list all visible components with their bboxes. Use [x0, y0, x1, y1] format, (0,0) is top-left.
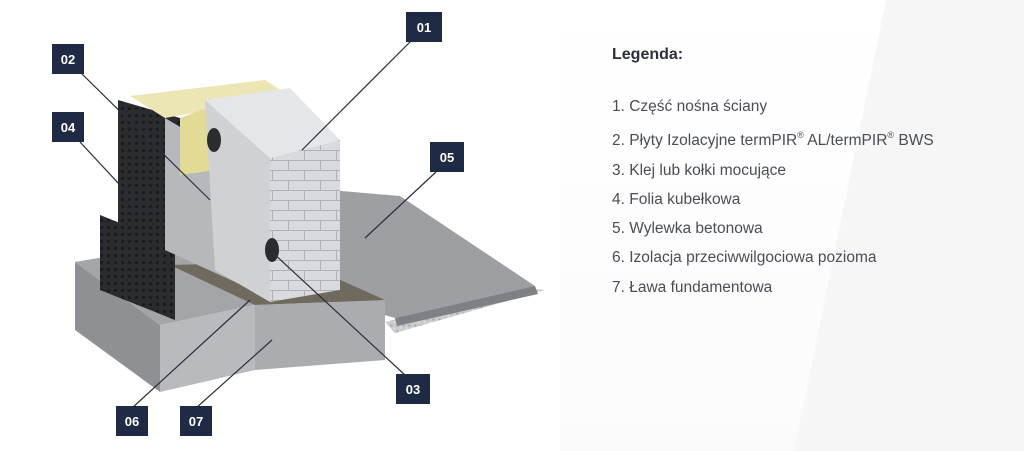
footing-side: [255, 300, 385, 370]
legend-item-text: BWS: [894, 132, 934, 150]
concrete-slab: [330, 190, 535, 318]
callout-label: 02: [61, 52, 75, 67]
concrete-slab-edge: [395, 286, 538, 326]
leader-01: [301, 41, 411, 151]
callout-03: 03: [396, 374, 430, 404]
leader-05: [364, 171, 437, 239]
legend-item: 1. Część nośna ściany: [612, 98, 768, 115]
callout-06: 06: [116, 406, 148, 436]
legend-item: 5. Wylewka betonowa: [612, 220, 763, 238]
footing-front: [160, 305, 255, 392]
registered-mark: ®: [797, 130, 804, 141]
legend-item: 6. Izolacja przeciwwilgociowa pozioma: [612, 249, 877, 267]
legend-item-text: AL/termPIR: [803, 132, 888, 150]
leader-07: [195, 339, 273, 409]
footing-left: [75, 262, 160, 392]
leader-03: [271, 251, 407, 377]
fixing-dowel-upper: [207, 128, 221, 152]
callout-label: 01: [417, 20, 431, 35]
callout-label: 04: [61, 120, 76, 135]
callout-label: 07: [189, 414, 203, 429]
background-panel: [560, 0, 1024, 451]
callout-07: 07: [180, 406, 212, 436]
legend-title: Legenda:: [612, 46, 684, 63]
fixing-dowel-lower: [265, 238, 279, 262]
insulation-side: [180, 105, 215, 175]
legend-list: 1. Część nośna ściany 2. Płyty Izolacyjn…: [612, 92, 934, 302]
block-wall-front: [270, 140, 340, 302]
block-wall-top: [205, 88, 340, 158]
legend-item: 7. Ława fundamentowa: [612, 278, 773, 296]
leader-04: [79, 141, 146, 213]
dimple-membrane-upper: [118, 100, 180, 252]
callout-02: 02: [52, 44, 84, 74]
callout-04: 04: [52, 112, 84, 142]
legend-item: 2. Płyty Izolacyjne termPIR® AL/termPIR®…: [612, 121, 934, 155]
registered-mark: ®: [887, 130, 895, 141]
insulation-top: [130, 80, 290, 118]
callout-05: 05: [430, 142, 464, 172]
legend: Legenda: 1. Część nośna ściany 2. Płyty …: [612, 46, 934, 302]
callout-01: 01: [406, 12, 442, 42]
legend-item: 3. Klej lub kołki mocujące: [612, 161, 787, 179]
callout-label: 03: [406, 382, 420, 397]
leader-06: [131, 299, 251, 409]
foundation-diagram: 01 02 03 04 05 06 07: [52, 12, 545, 436]
leader-lines: [79, 41, 437, 409]
block-wall-side: [205, 100, 270, 302]
leader-02: [79, 71, 211, 201]
legend-item-text: 2. Płyty Izolacyjne termPIR: [612, 132, 798, 150]
callout-label: 05: [440, 150, 454, 165]
callout-label: 06: [125, 414, 139, 429]
legend-item: 4. Folia kubełkowa: [612, 190, 741, 208]
